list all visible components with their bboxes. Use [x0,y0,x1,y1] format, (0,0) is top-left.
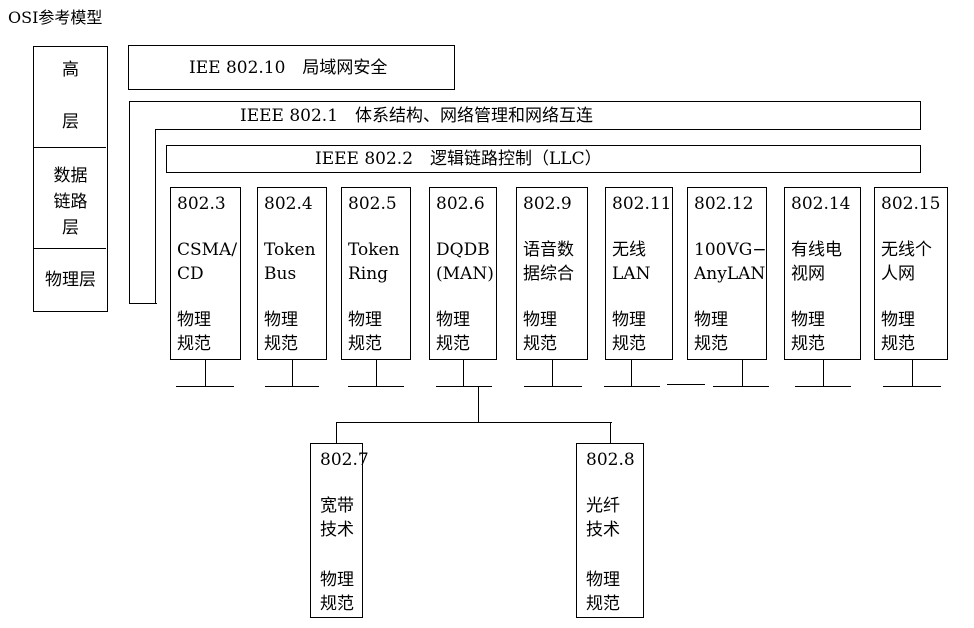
standard-802-5-box: 802.5 Token Ring 物理 规范 [341,187,411,360]
standard-id: 802.14 [791,194,851,214]
standard-id: 802.11 [612,194,672,214]
osi-divider [34,147,106,148]
standard-id: 802.4 [264,194,313,214]
bar-802-10: IEE 802.10 局域网安全 [128,45,455,90]
bus-line [176,386,234,387]
standard-802-6-box: 802.6 DQDB (MAN) 物理 规范 [429,187,497,360]
standard-phys: 物理 规范 [320,570,354,614]
bus-connector [742,360,743,386]
standard-802-4-box: 802.4 Token Bus 物理 规范 [257,187,327,360]
standard-phys: 物理 规范 [436,310,470,354]
standard-id: 802.5 [348,194,397,214]
standard-phys: 物理 规范 [523,310,557,354]
bar-802-1-inner-edge [155,129,921,130]
osi-high-layer: 高 层 [62,60,79,132]
standard-desc: 宽带 技术 [320,496,354,540]
standard-id: 802.8 [586,450,635,470]
bus-line [348,386,404,387]
bar-802-1-left-edge [129,129,130,304]
bus-connector [376,360,377,386]
standard-phys: 物理 规范 [694,310,728,354]
standard-802-8-box: 802.8 光纤 技术 物理 规范 [576,443,644,618]
standard-phys: 物理 规范 [881,310,915,354]
standard-phys: 物理 规范 [612,310,646,354]
standard-desc: 无线个 人网 [881,240,932,284]
osi-model-column: 高 层 数据 链路 层 物理层 [33,46,108,312]
bar-802-1-bottom-edge [129,303,157,304]
standard-802-7-box: 802.7 宽带 技术 物理 规范 [310,443,369,618]
bar-802-1-left-edge [155,129,156,304]
branch-drop-802-7 [336,422,337,444]
branch-line [336,422,612,423]
bar-802-10-label: IEE 802.10 局域网安全 [189,58,388,78]
standard-id: 802.7 [320,450,369,470]
standard-id: 802.15 [881,194,941,214]
standard-desc: Token Bus [264,240,316,284]
branch-drop-802-8 [610,422,611,444]
bus-line-separate [667,384,705,385]
standard-phys: 物理 规范 [791,310,825,354]
bus-connector [823,360,824,386]
osi-datalink-layer: 数据 链路 层 [53,166,88,238]
standard-802-3-box: 802.3 CSMA/ CD 物理 规范 [170,187,241,360]
standard-id: 802.9 [523,194,572,214]
bus-connector [631,360,632,386]
standard-phys: 物理 规范 [586,570,620,614]
standard-802-14-box: 802.14 有线电 视网 物理 规范 [784,187,861,360]
bar-802-1: IEEE 802.1 体系结构、网络管理和网络互连 [129,101,921,130]
bar-802-1-label: IEEE 802.1 体系结构、网络管理和网络互连 [240,106,594,126]
standard-desc: Token Ring [348,240,400,284]
standard-phys: 物理 规范 [264,310,298,354]
bus-line [265,386,319,387]
bus-connector [912,360,913,386]
bus-connector [292,360,293,386]
bus-connector [463,360,464,386]
standard-desc: 100VG− AnyLAN [694,240,767,284]
bus-line [883,386,941,387]
branch-trunk [478,386,479,423]
standard-phys: 物理 规范 [177,310,211,354]
bar-802-2: IEEE 802.2 逻辑链路控制（LLC） [166,145,921,173]
standard-802-9-box: 802.9 语音数 据综合 物理 规范 [516,187,588,360]
standard-desc: 无线 LAN [612,240,651,284]
standard-id: 802.3 [177,194,226,214]
standard-id: 802.12 [694,194,754,214]
bus-line [604,386,660,387]
standard-desc: 有线电 视网 [791,240,842,284]
diagram-title: OSI参考模型 [8,8,103,27]
standard-desc: CSMA/ CD [177,240,238,284]
standard-phys: 物理 规范 [348,310,382,354]
osi-divider [34,248,106,249]
standard-802-15-box: 802.15 无线个 人网 物理 规范 [874,187,948,360]
bus-line [795,386,851,387]
standard-desc: DQDB (MAN) [436,240,494,284]
bar-802-2-label: IEEE 802.2 逻辑链路控制（LLC） [315,149,602,169]
standard-802-12-box: 802.12 100VG− AnyLAN 物理 规范 [687,187,767,360]
bus-line [436,386,492,387]
bus-line [524,386,582,387]
standard-802-11-box: 802.11 无线 LAN 物理 规范 [605,187,673,360]
standard-id: 802.6 [436,194,485,214]
standard-desc: 光纤 技术 [586,496,620,540]
standard-desc: 语音数 据综合 [523,240,574,284]
bus-line [713,386,769,387]
bus-connector [205,360,206,386]
osi-physical-layer: 物理层 [45,270,96,290]
bus-connector [552,360,553,386]
